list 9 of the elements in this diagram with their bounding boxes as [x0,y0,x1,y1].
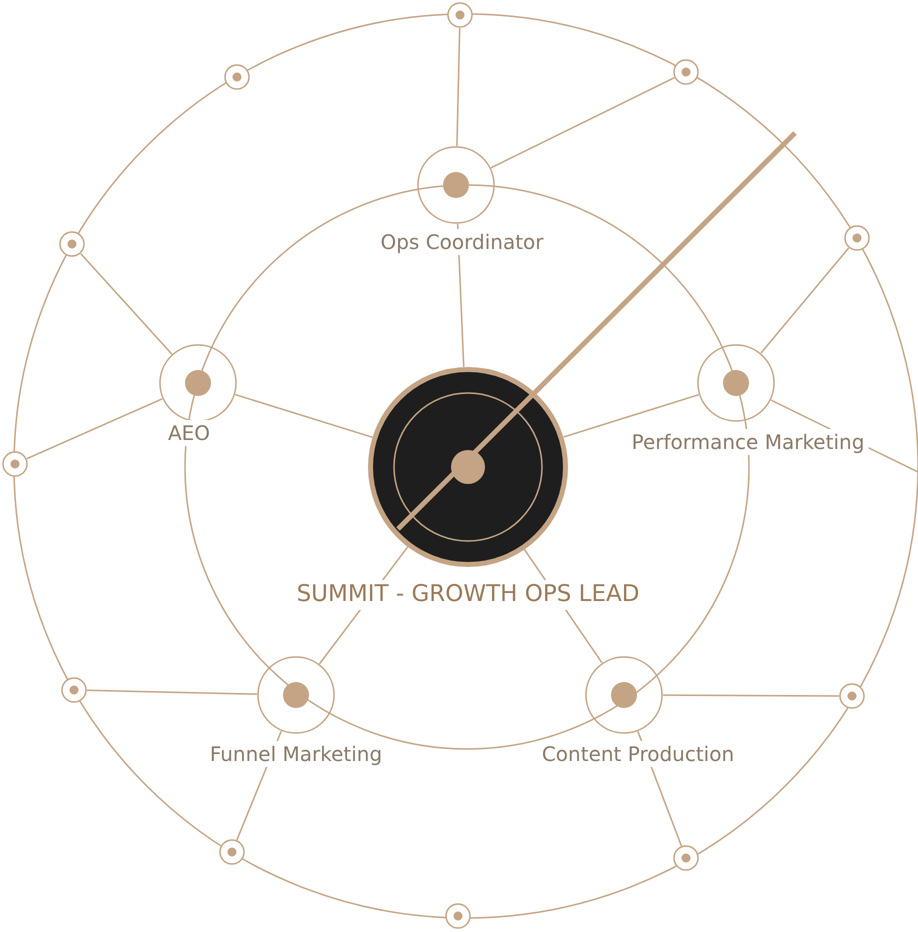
connector-line [563,394,699,438]
connector-line [26,398,163,460]
connector-line [760,248,850,354]
connector-line [490,77,675,168]
connector-line [80,253,172,355]
connector-line [456,28,460,146]
connector-line [235,394,373,438]
connector-line [86,690,258,695]
connector-line [663,694,839,697]
